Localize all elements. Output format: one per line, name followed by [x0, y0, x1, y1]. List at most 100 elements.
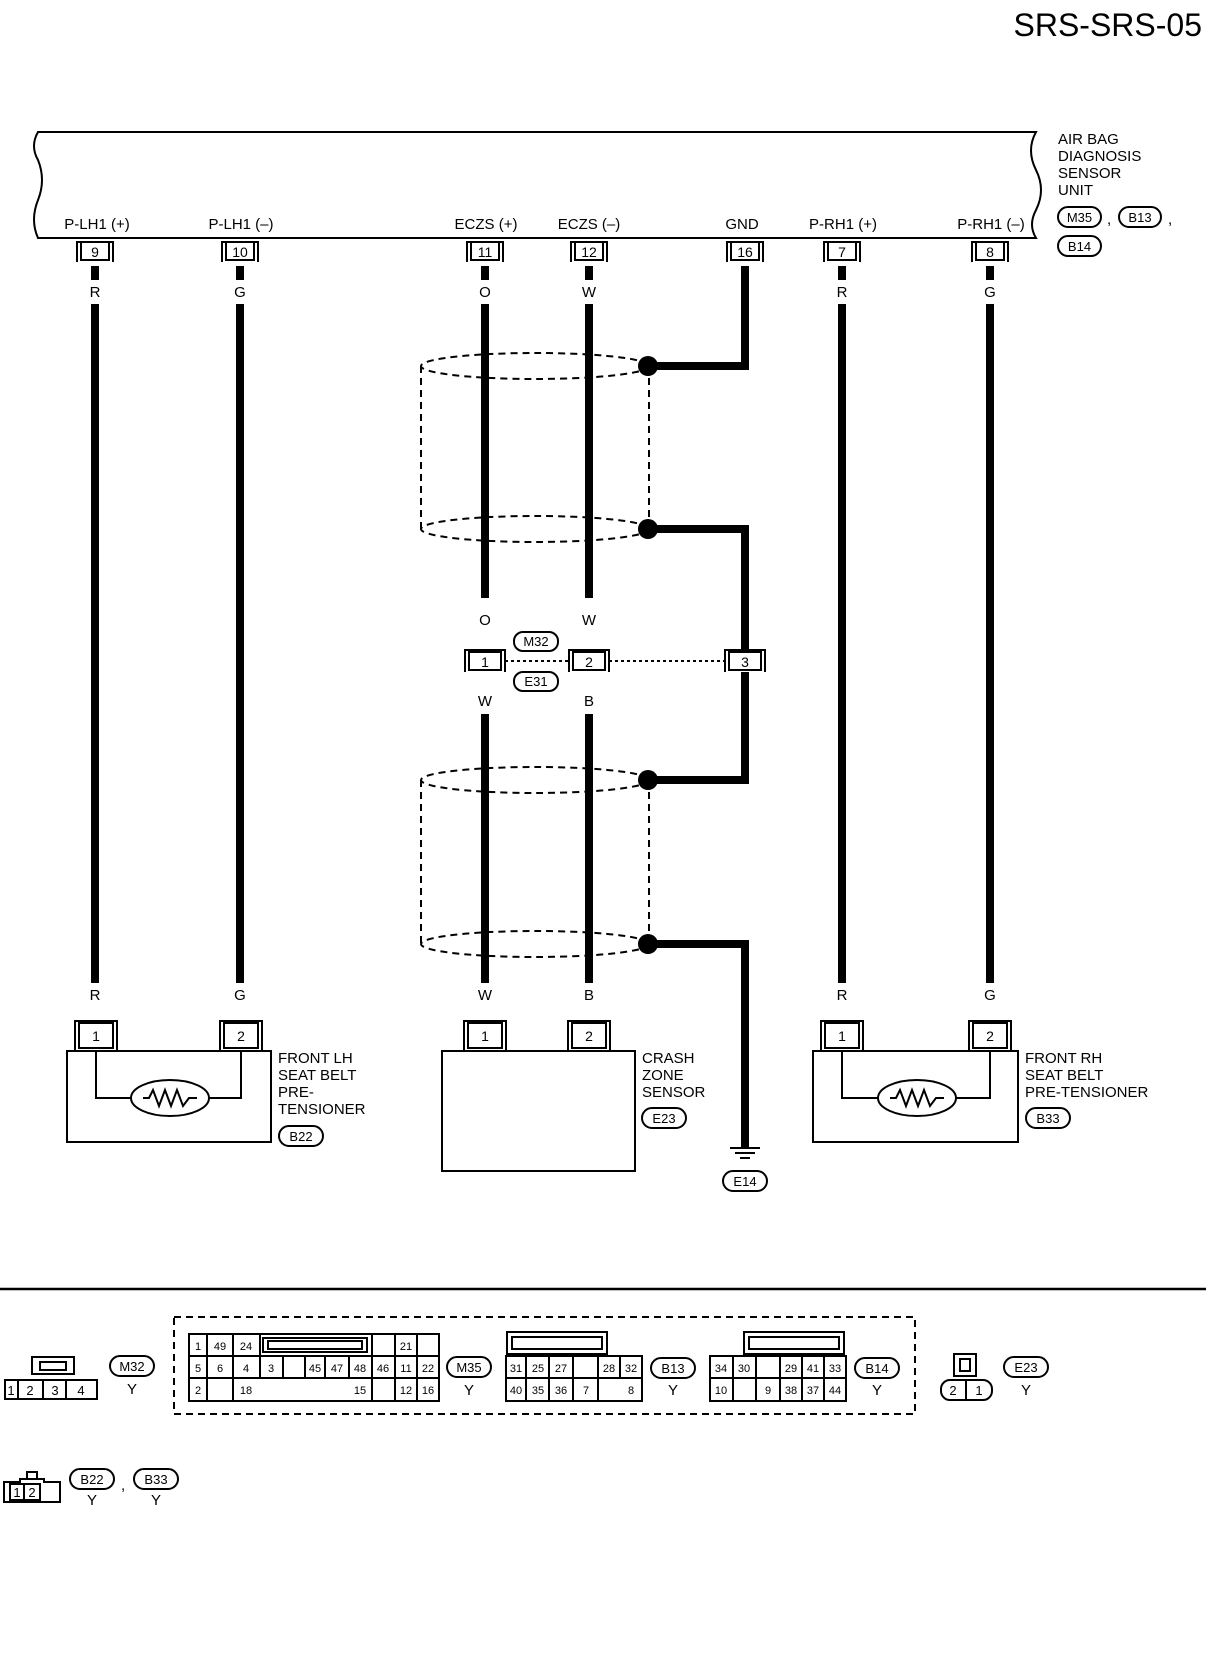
- terminal-label-eczs-neg: ECZS (–): [558, 216, 621, 233]
- connector-tag-e14: [722, 1170, 768, 1192]
- joint-pin-3: 3: [724, 649, 766, 672]
- wire-ground: [648, 940, 749, 1147]
- svg-text:1: 1: [7, 1383, 14, 1398]
- connector-tag-e23-text: E23: [652, 1111, 675, 1126]
- wire-shield-top-to-joint: [648, 525, 749, 650]
- connector-tag-m32-text: M32: [523, 634, 548, 649]
- face-tag-b13: [650, 1357, 696, 1379]
- svg-text:40: 40: [510, 1385, 522, 1397]
- svg-text:34: 34: [715, 1363, 727, 1375]
- face-color-e23: Y: [1021, 1382, 1031, 1399]
- svg-text:18: 18: [240, 1385, 252, 1397]
- connector-tag-e14-text: E14: [733, 1174, 756, 1189]
- svg-text:44: 44: [829, 1385, 841, 1397]
- joint-pin-2: 2: [568, 649, 610, 672]
- svg-text:8: 8: [986, 244, 994, 260]
- svg-text:25: 25: [532, 1363, 544, 1375]
- connector-tag-m35-text: M35: [1067, 210, 1092, 225]
- unit-pin-9: 9: [76, 241, 114, 262]
- face-color-b13: Y: [668, 1382, 678, 1399]
- svg-text:36: 36: [555, 1385, 567, 1397]
- svg-text:2: 2: [986, 1028, 994, 1044]
- face-tag-e23: [1003, 1356, 1049, 1378]
- wire-color-w-crash-bottom: W: [478, 987, 493, 1004]
- svg-text:49: 49: [214, 1341, 226, 1353]
- svg-text:7: 7: [838, 244, 846, 260]
- face-view-e23: 2 1: [940, 1353, 993, 1401]
- component-front-lh-pretensioner: 1 2: [66, 1020, 272, 1143]
- connector-tag-m32: [513, 631, 559, 652]
- wire-joint-to-shield-bottom: [648, 672, 749, 784]
- lh-name-3: PRE-: [278, 1084, 314, 1101]
- face-color-b22: Y: [87, 1492, 97, 1509]
- svg-text:7: 7: [583, 1385, 589, 1397]
- shield-bottom: [420, 766, 658, 958]
- face-tag-e23-text: E23: [1014, 1360, 1037, 1375]
- connector-tag-b22-text: B22: [289, 1129, 312, 1144]
- wire-color-g-lh-bottom: G: [234, 987, 246, 1004]
- svg-text:1: 1: [838, 1028, 846, 1044]
- svg-text:38: 38: [785, 1385, 797, 1397]
- svg-text:9: 9: [91, 244, 99, 260]
- svg-text:47: 47: [331, 1363, 343, 1375]
- face-tag-b13-text: B13: [661, 1361, 684, 1376]
- face-tag-m35: [446, 1356, 492, 1378]
- joint-color-w-bottom: W: [478, 693, 493, 710]
- terminal-label-eczs-pos: ECZS (+): [455, 216, 518, 233]
- svg-text:10: 10: [715, 1385, 727, 1397]
- component-front-rh-pretensioner: 1 2: [812, 1020, 1019, 1143]
- wire-color-r-left: R: [90, 284, 101, 301]
- face-view-b22-b33: 1 2: [3, 1471, 61, 1503]
- svg-text:11: 11: [478, 244, 493, 260]
- face-tag-b22-text: B22: [80, 1472, 103, 1487]
- face-view-b14: 34 30 29 41 33 10 9 38 37 44: [709, 1331, 847, 1402]
- face-color-b14: Y: [872, 1382, 882, 1399]
- svg-text:12: 12: [581, 244, 597, 260]
- rh-pin-2: 2: [968, 1020, 1012, 1051]
- svg-text:6: 6: [217, 1363, 223, 1375]
- face-view-m32: 1 2 3 4: [4, 1356, 98, 1400]
- face-tag-b22: [69, 1468, 115, 1490]
- svg-text:28: 28: [603, 1363, 615, 1375]
- svg-text:8: 8: [628, 1385, 634, 1397]
- svg-text:29: 29: [785, 1363, 797, 1375]
- connector-tag-b33: [1025, 1107, 1071, 1129]
- wire-color-r-lh-bottom: R: [90, 987, 101, 1004]
- svg-text:1: 1: [92, 1028, 100, 1044]
- joint-color-b-bottom: B: [584, 693, 594, 710]
- component-crash-zone-sensor: 1 2: [441, 1020, 636, 1172]
- crash-name-3: SENSOR: [642, 1084, 706, 1101]
- page-title: SRS-SRS-05: [1014, 7, 1203, 43]
- svg-text:12: 12: [400, 1385, 412, 1397]
- face-tag-b14-text: B14: [865, 1361, 888, 1376]
- joint-color-w: W: [582, 612, 597, 629]
- svg-text:37: 37: [807, 1385, 819, 1397]
- svg-text:32: 32: [625, 1363, 637, 1375]
- unit-pin-11: 11: [466, 241, 504, 262]
- face-view-b13: 31 25 27 28 32 40 35 36 7 8: [505, 1331, 643, 1402]
- svg-text:45: 45: [309, 1363, 321, 1375]
- connector-tag-b22: [278, 1125, 324, 1147]
- wire-color-r-rh-bottom: R: [837, 987, 848, 1004]
- unit-box: [33, 131, 1042, 239]
- joint-pin-1: 1: [464, 649, 506, 672]
- terminal-label-plh1-pos: P-LH1 (+): [64, 216, 129, 233]
- connector-tag-e23: [641, 1107, 687, 1129]
- lh-name-1: FRONT LH: [278, 1050, 353, 1067]
- wire-color-b-crash-bottom: B: [584, 987, 594, 1004]
- rh-name-3: PRE-TENSIONER: [1025, 1084, 1149, 1101]
- unit-name-1: AIR BAG: [1058, 131, 1119, 148]
- wire-color-w-top: W: [582, 284, 597, 301]
- rh-name-1: FRONT RH: [1025, 1050, 1102, 1067]
- svg-text:35: 35: [532, 1385, 544, 1397]
- connector-tag-b13-text: B13: [1128, 210, 1151, 225]
- connector-sep-1: ,: [1107, 211, 1111, 228]
- wire-color-o-top: O: [479, 284, 491, 301]
- unit-pin-8: 8: [971, 241, 1009, 262]
- unit-pin-16: 16: [726, 241, 764, 262]
- crash-pin-2: 2: [567, 1020, 611, 1051]
- connector-sep-2: ,: [1168, 211, 1172, 228]
- svg-text:2: 2: [585, 1028, 593, 1044]
- svg-text:41: 41: [807, 1363, 819, 1375]
- svg-text:16: 16: [737, 244, 753, 260]
